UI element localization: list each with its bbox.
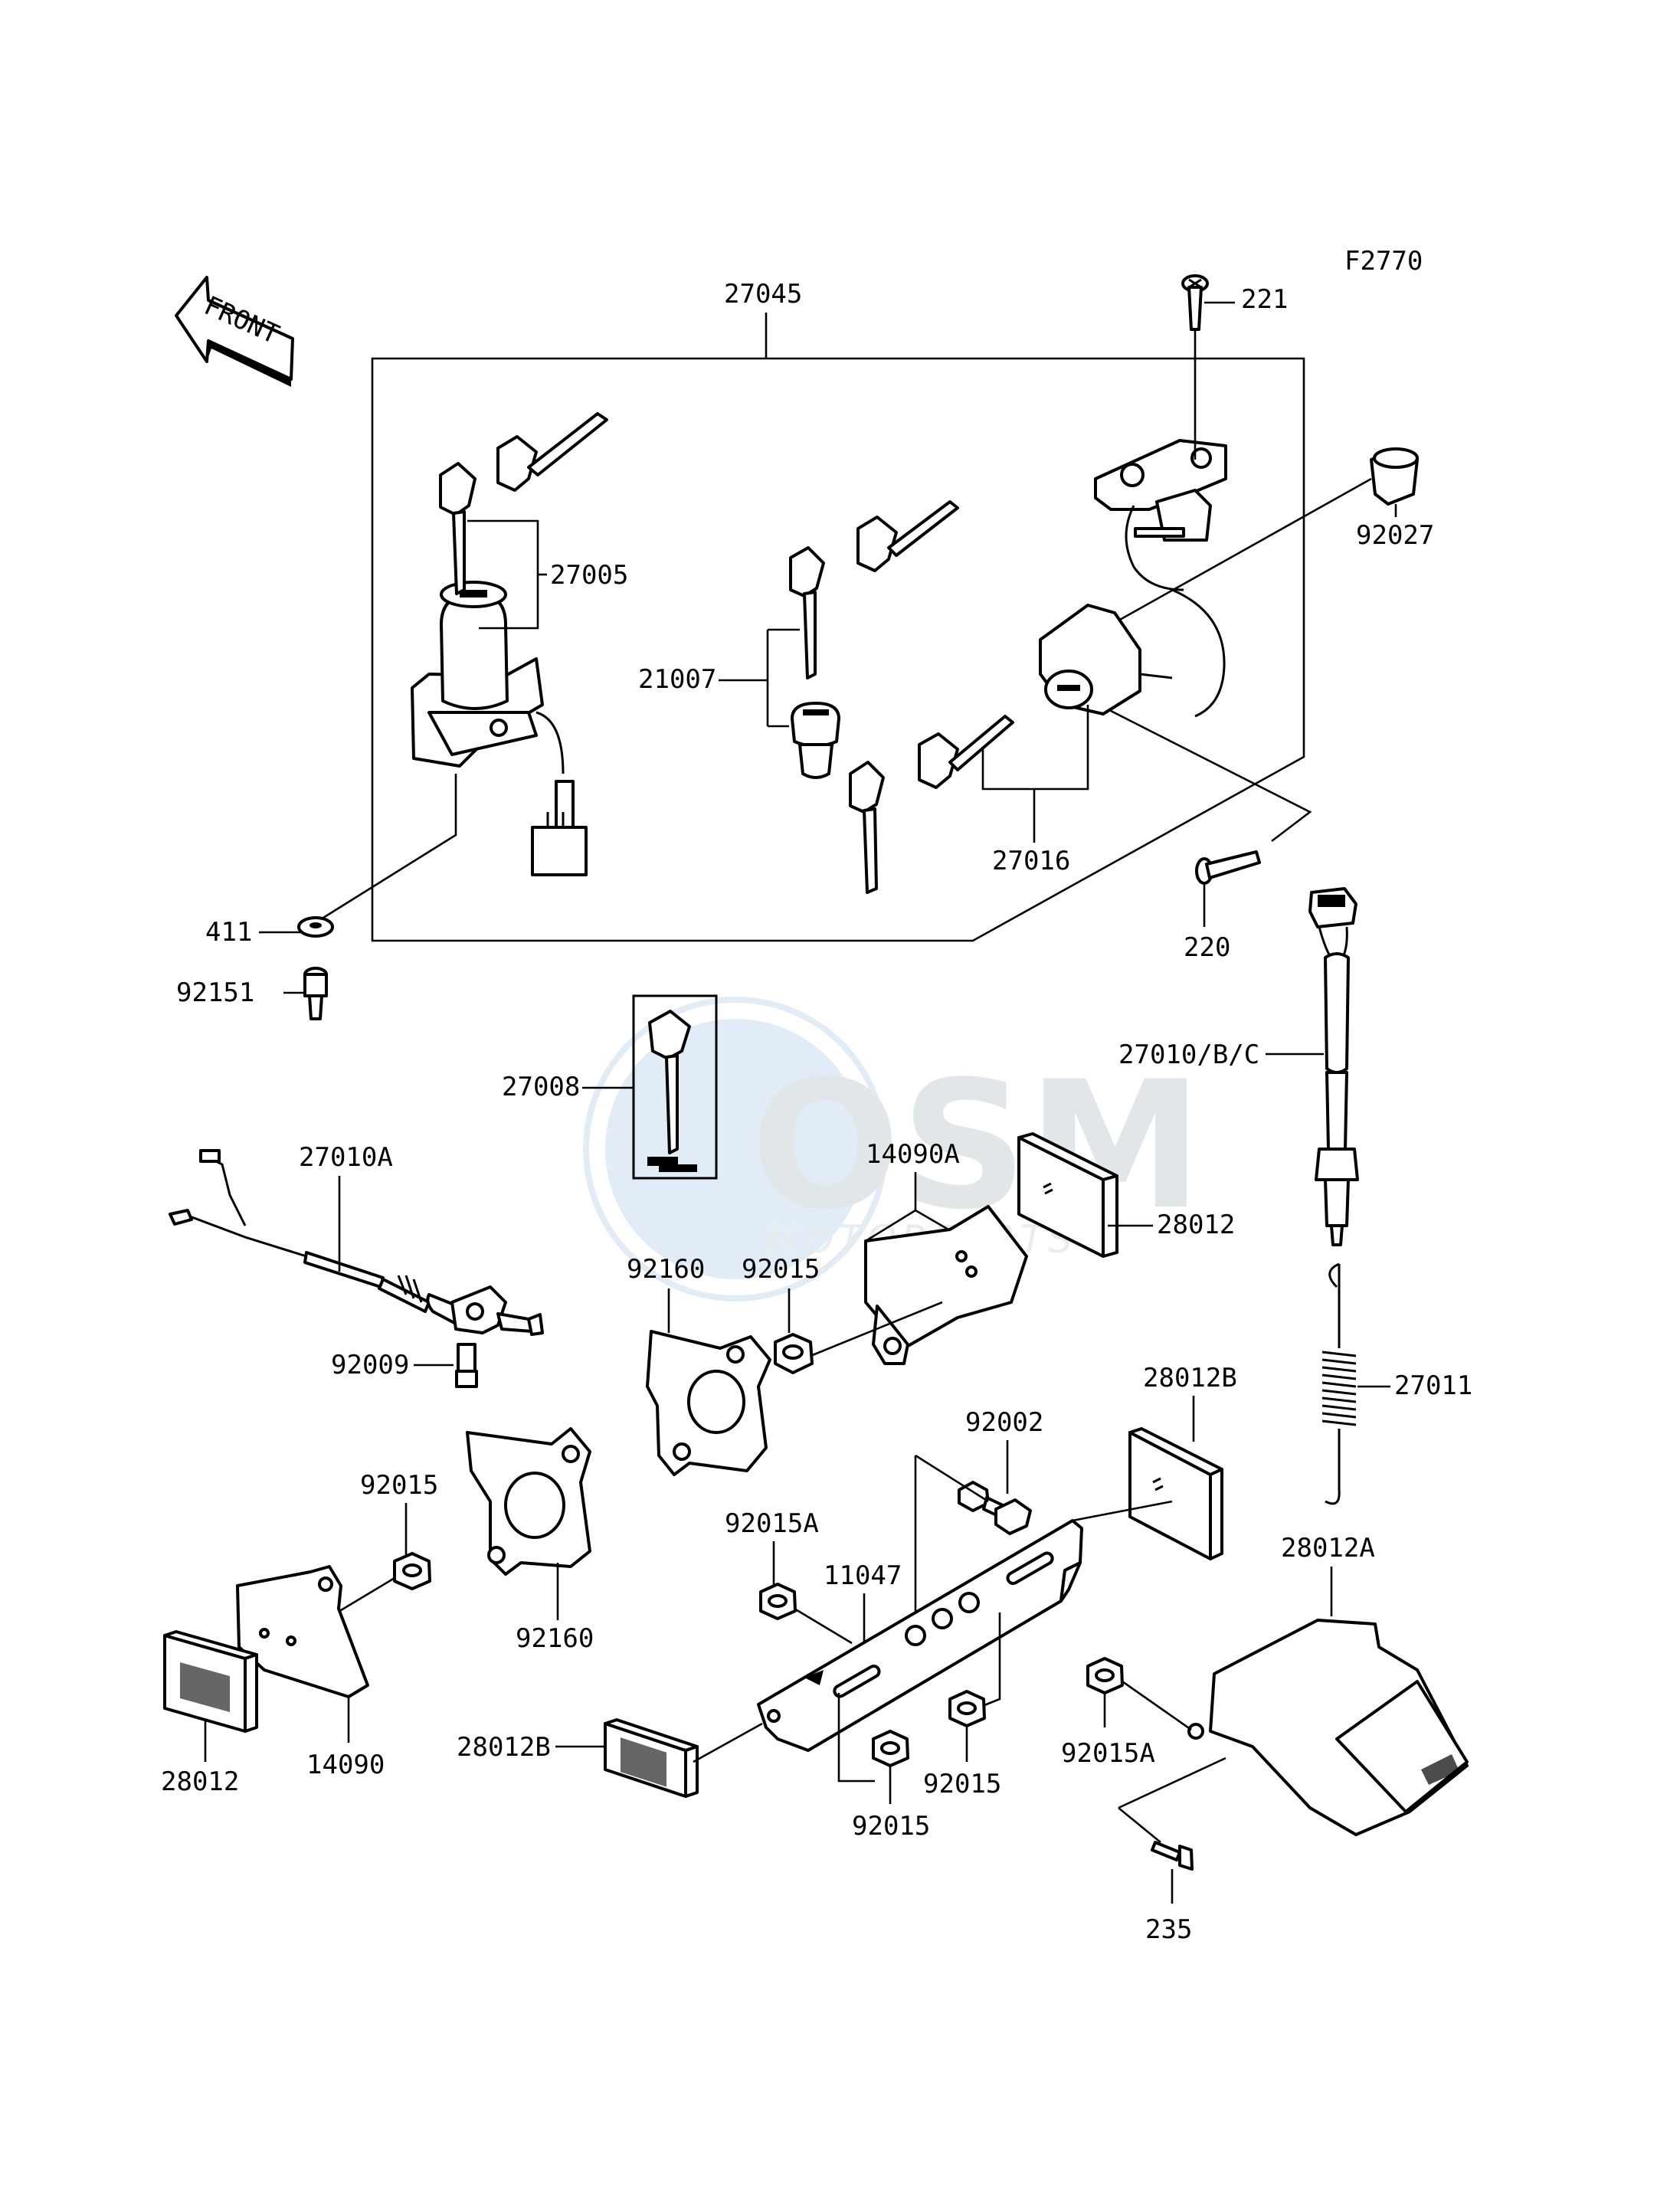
- label-27008: 27008: [502, 1072, 580, 1102]
- reflector-28012-top-icon: [1017, 1132, 1118, 1258]
- bolt-92002-icon: [958, 1481, 1032, 1535]
- washer-icon: [297, 916, 334, 938]
- screw-235-icon: [1151, 1841, 1194, 1871]
- key-pair-27016: [849, 705, 1089, 894]
- label-21007: 21007: [638, 664, 716, 695]
- label-27005: 27005: [550, 560, 628, 591]
- label-27016: 27016: [992, 846, 1070, 876]
- reflector-28012a-icon: [1187, 1619, 1469, 1836]
- cable-switch-icon: [169, 1149, 544, 1336]
- reflector-28012b-right-icon: [1128, 1427, 1223, 1560]
- label-92002: 92002: [965, 1407, 1043, 1438]
- nut-92015a-right-icon: [1086, 1657, 1124, 1694]
- label-27011: 27011: [1394, 1370, 1472, 1401]
- label-92151: 92151: [176, 977, 254, 1008]
- label-92160-bot: 92160: [516, 1623, 594, 1654]
- label-235: 235: [1145, 1914, 1192, 1945]
- label-28012-bot: 28012: [161, 1766, 239, 1797]
- spring-icon: [1321, 1262, 1357, 1505]
- label-92015-top: 92015: [742, 1254, 820, 1285]
- label-411: 411: [205, 917, 252, 948]
- nut-92015-top-icon: [774, 1333, 814, 1374]
- screw-icon: [1181, 274, 1209, 331]
- brake-switch-icon: [1308, 887, 1359, 1246]
- reflector-28012-bot-icon: [163, 1630, 258, 1733]
- rubber-cap-icon: [1370, 447, 1419, 506]
- bracket-14090a-icon: [864, 1205, 1028, 1365]
- label-92015a-mid: 92015A: [725, 1508, 819, 1539]
- bolt-92009-icon: [455, 1343, 478, 1388]
- label-92015-mid: 92015: [923, 1769, 1001, 1799]
- label-92015-low: 92015: [852, 1811, 930, 1842]
- lock-cylinder-icon: [791, 702, 840, 779]
- reflector-28012b-bot-icon: [604, 1718, 699, 1798]
- front-arrow-icon: FRONT: [175, 276, 294, 387]
- label-28012a: 28012A: [1281, 1533, 1375, 1563]
- label-92160-top: 92160: [627, 1254, 705, 1285]
- ignition-switch-icon: [411, 581, 588, 876]
- label-92015a-right: 92015A: [1061, 1738, 1155, 1769]
- key-blank-27008: [632, 994, 718, 1180]
- label-14090a: 14090A: [866, 1139, 960, 1170]
- label-92027: 92027: [1356, 520, 1434, 551]
- key-pair-27005: [439, 412, 608, 630]
- label-27010a: 27010A: [299, 1142, 393, 1173]
- bracket-11047-icon: [757, 1519, 1083, 1752]
- label-27010bc: 27010/B/C: [1118, 1040, 1259, 1070]
- bolt-92151-icon: [303, 967, 328, 1020]
- screw-220-icon: [1195, 850, 1261, 885]
- plate-92160-bot-icon: [466, 1427, 591, 1576]
- key-pair-21007: [789, 500, 959, 679]
- label-28012b-bot: 28012B: [457, 1732, 551, 1763]
- label-220: 220: [1184, 932, 1230, 963]
- label-11047: 11047: [824, 1560, 902, 1591]
- plate-92160-top-icon: [646, 1330, 771, 1476]
- kit-27045-outline: [371, 357, 1305, 942]
- label-27045: 27045: [724, 279, 802, 309]
- nut-92015-low-icon: [872, 1730, 909, 1767]
- label-221: 221: [1241, 284, 1288, 315]
- nut-92015a-mid-icon: [759, 1583, 797, 1620]
- nut-92015-mid-icon: [948, 1690, 986, 1727]
- label-92009: 92009: [331, 1350, 409, 1380]
- label-28012b-right: 28012B: [1143, 1363, 1237, 1393]
- label-14090: 14090: [306, 1750, 385, 1780]
- label-92015-left: 92015: [360, 1470, 438, 1501]
- label-28012-top: 28012: [1157, 1210, 1235, 1240]
- nut-92015-left-icon: [393, 1552, 431, 1590]
- seat-lock-icon: [1039, 588, 1226, 718]
- diagram-code: F2770: [1344, 246, 1423, 277]
- top-bracket-icon: [1094, 439, 1227, 591]
